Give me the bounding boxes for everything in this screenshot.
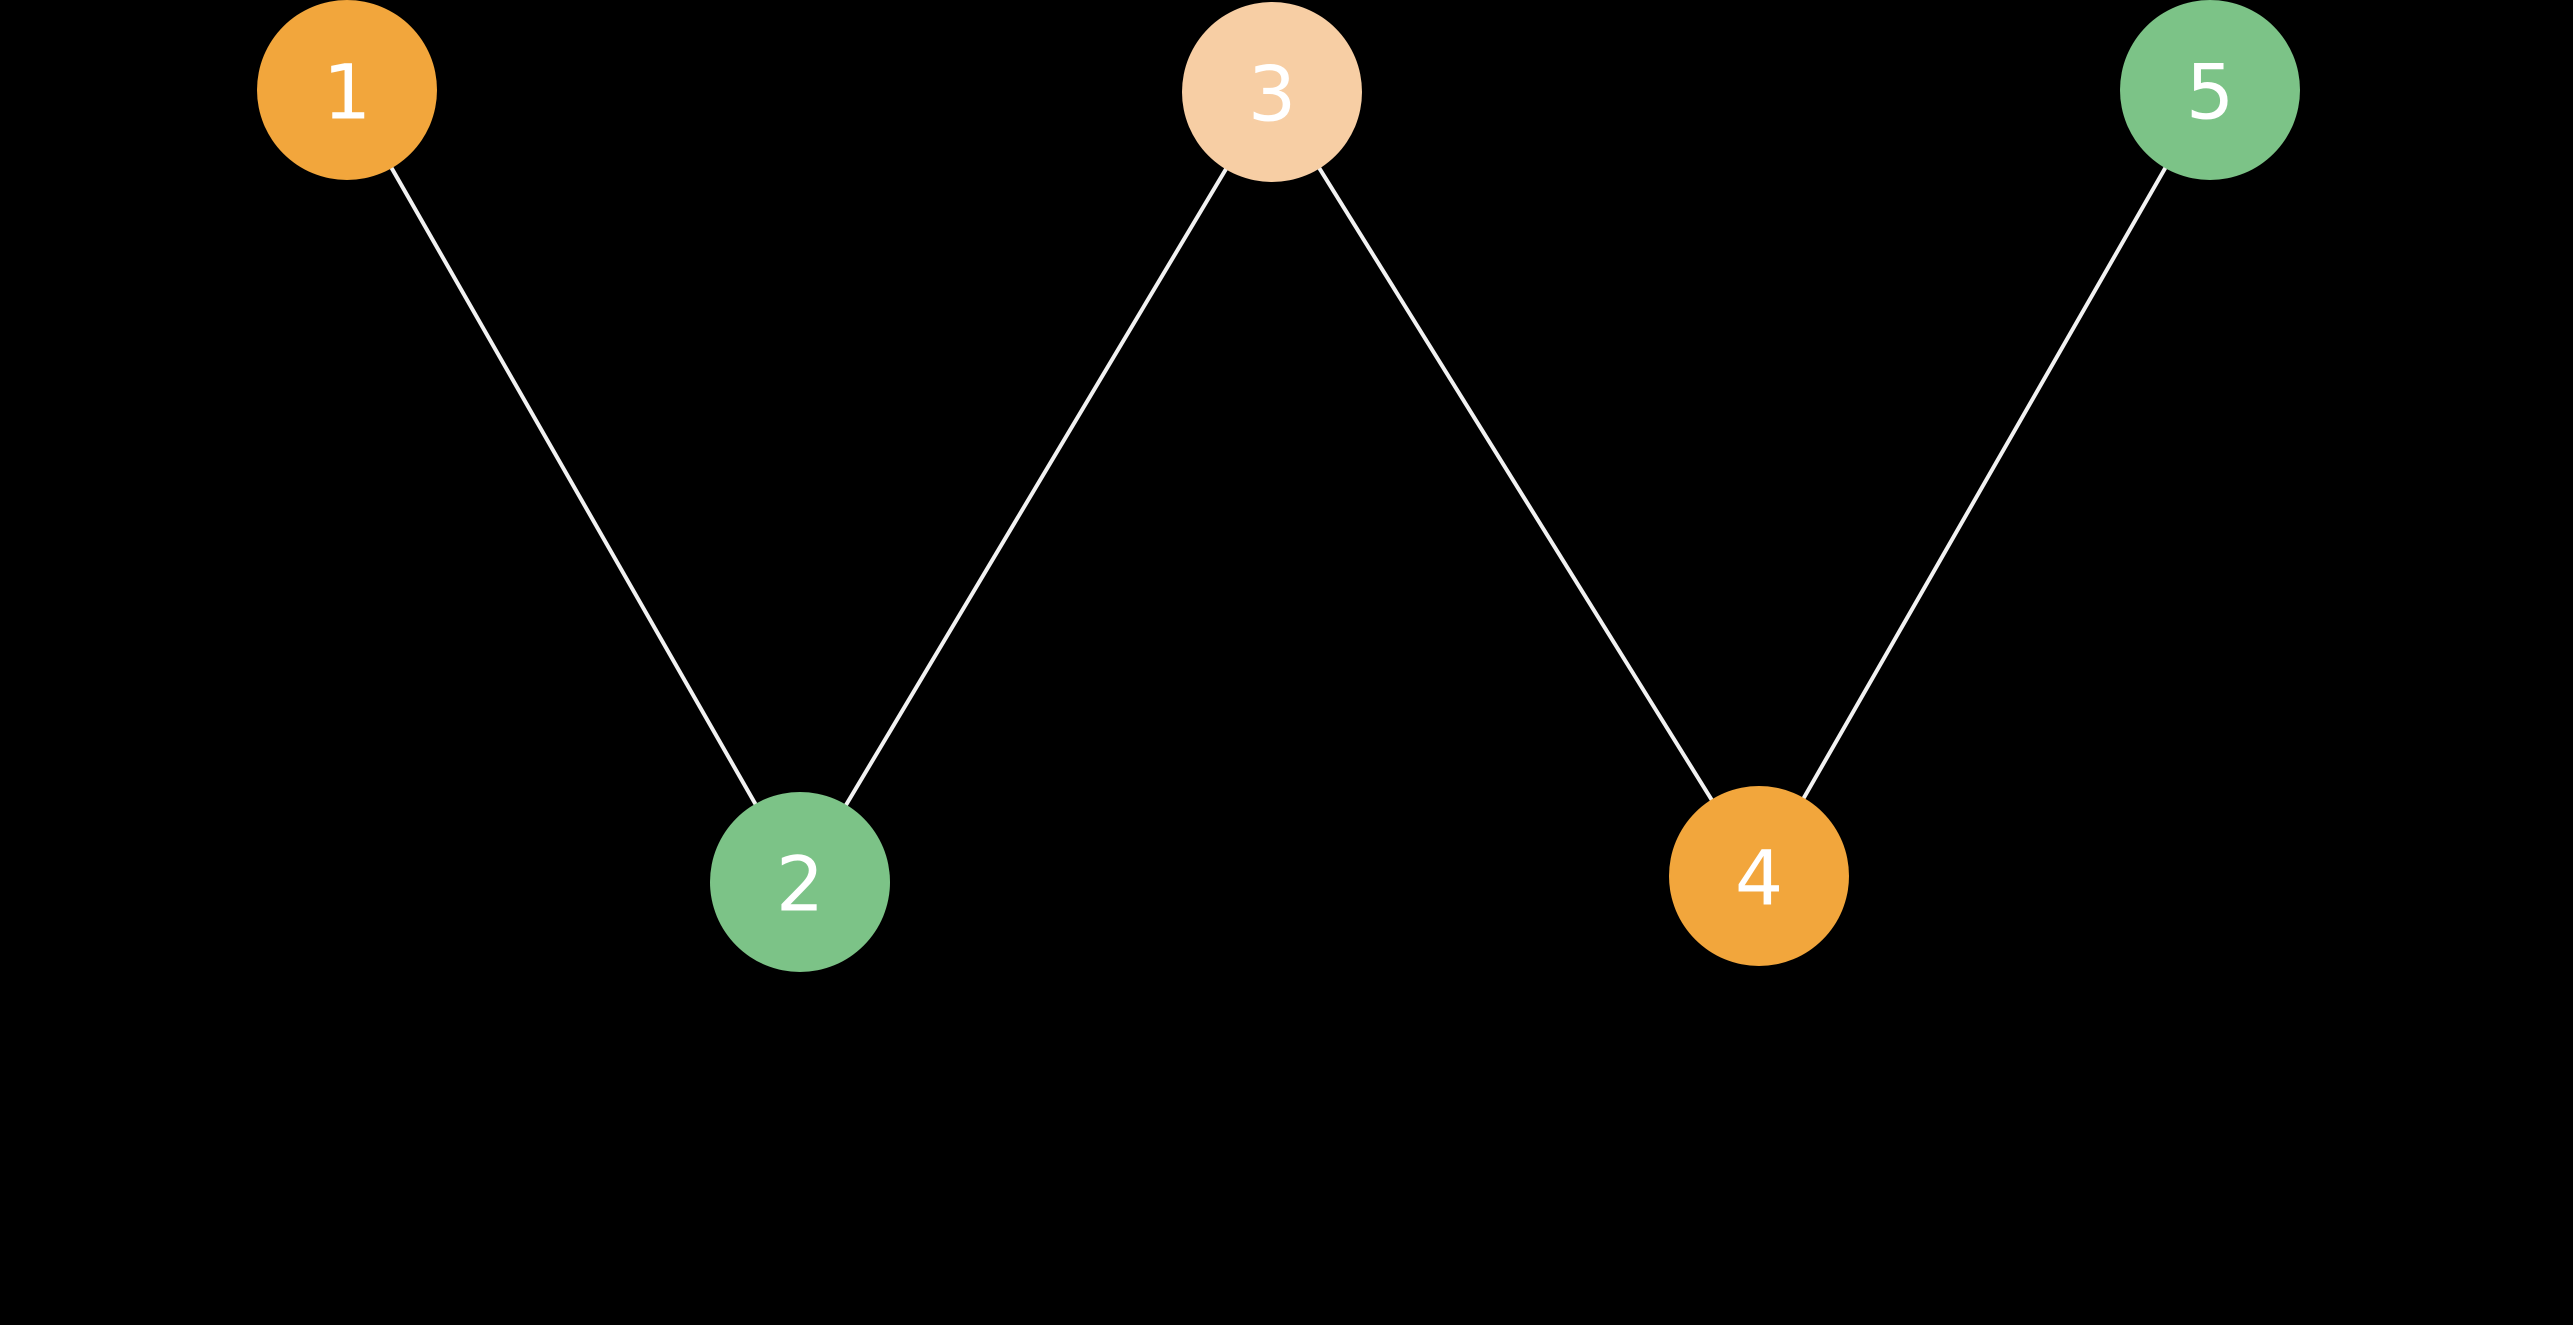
- graph-edge: [1757, 89, 2212, 877]
- graph-node-3[interactable]: 3: [1182, 2, 1362, 182]
- graph-node-circle-2[interactable]: [710, 792, 890, 972]
- node-layer: 1 2 3 4 5: [257, 0, 2300, 972]
- graph-node-circle-1[interactable]: [257, 0, 437, 180]
- edge-layer: [345, 89, 2212, 884]
- graph-node-5[interactable]: 5: [2120, 0, 2300, 180]
- graph-node-1[interactable]: 1: [257, 0, 437, 180]
- graph-node-2[interactable]: 2: [710, 792, 890, 972]
- graph-node-4[interactable]: 4: [1669, 786, 1849, 966]
- graph-edge: [1270, 90, 1761, 878]
- graph-node-circle-3[interactable]: [1182, 2, 1362, 182]
- graph-node-circle-4[interactable]: [1669, 786, 1849, 966]
- graph-edge: [798, 90, 1274, 884]
- graph-edge: [345, 89, 802, 883]
- graph-node-circle-5[interactable]: [2120, 0, 2300, 180]
